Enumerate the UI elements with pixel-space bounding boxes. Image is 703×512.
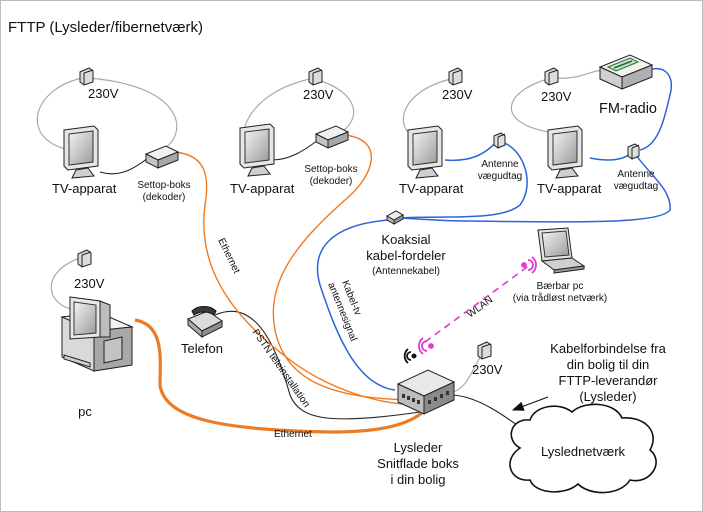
settop-box-label-2-line2: (dekoder) bbox=[310, 176, 353, 187]
antenna-outlet-label-1-line1: Antenne bbox=[481, 159, 519, 170]
antenna-outlet-label-2-line2: vægudtag bbox=[614, 181, 658, 192]
wlan-link bbox=[424, 264, 531, 343]
power-label-5: 230V bbox=[74, 276, 105, 291]
pc-icon bbox=[60, 296, 134, 372]
power-cord-tv-4 bbox=[510, 77, 556, 134]
tv-icon-4 bbox=[547, 125, 583, 179]
wifi-icon-box bbox=[403, 348, 417, 364]
diagram-title: FTTP (Lysleder/fibernetværk) bbox=[8, 19, 203, 36]
cable-tv2-stb2 bbox=[271, 139, 319, 161]
power-plug-5 bbox=[77, 249, 92, 268]
pc-label: pc bbox=[78, 404, 92, 419]
laptop-label-line2: (via trådløst netværk) bbox=[513, 292, 607, 304]
ethernet-cable-stb-1 bbox=[174, 151, 421, 406]
callout-line2: din bolig til din bbox=[567, 357, 649, 372]
coax-splitter-icon bbox=[385, 210, 405, 225]
splitter-label-line3: (Antennekabel) bbox=[372, 266, 440, 277]
power-plug-6 bbox=[477, 341, 492, 360]
power-label-2: 230V bbox=[303, 87, 334, 102]
tv-label-3: TV-apparat bbox=[399, 181, 464, 196]
telephone-icon bbox=[187, 306, 223, 339]
power-cord-fm bbox=[555, 69, 606, 79]
power-plug-2 bbox=[308, 67, 323, 86]
ethernet-label-lower: Ethernet bbox=[274, 429, 312, 440]
coax-antenna2-splitter bbox=[401, 154, 671, 223]
cloud-label: Lyslednetværk bbox=[541, 444, 626, 459]
fm-radio-label: FM-radio bbox=[599, 101, 657, 117]
callout-line4: (Lysleder) bbox=[579, 389, 636, 404]
callout-arrow bbox=[511, 396, 549, 411]
power-label-1: 230V bbox=[88, 86, 119, 101]
antenna-outlet-label-2-line1: Antenne bbox=[617, 169, 655, 180]
power-plug-4 bbox=[544, 67, 559, 86]
power-cord-tv-3 bbox=[402, 77, 456, 136]
ethernet-cable-pc bbox=[134, 318, 427, 434]
tv-icon-1 bbox=[63, 125, 99, 179]
splitter-label-line2: kabel-fordeler bbox=[366, 248, 446, 263]
callout-line3: FTTP-leverandør bbox=[559, 373, 659, 388]
settop-box-label-1-line1: Settop-boks bbox=[137, 180, 190, 191]
power-plug-1 bbox=[79, 67, 94, 86]
tv-icon-3 bbox=[407, 125, 443, 179]
telephone-label: Telefon bbox=[181, 341, 223, 356]
wifi-icon-laptop bbox=[521, 256, 537, 274]
settop-box-label-2-line1: Settop-boks bbox=[304, 164, 357, 175]
box-label-line3: i din bolig bbox=[391, 472, 446, 487]
coax-splitter-box bbox=[316, 219, 396, 391]
coax-tv4-antenna2 bbox=[589, 151, 633, 161]
cable-tv1-stb1 bbox=[99, 157, 149, 175]
power-cord-stb-1 bbox=[87, 77, 178, 149]
laptop-icon bbox=[537, 227, 586, 274]
laptop-label-line1: Bærbar pc bbox=[537, 281, 584, 292]
pstn-cable bbox=[214, 310, 421, 420]
tv-label-2: TV-apparat bbox=[230, 181, 295, 196]
wlan-label: WLAN bbox=[465, 295, 495, 321]
settop-box-label-1-line2: (dekoder) bbox=[143, 192, 186, 203]
antenna-outlet-icon-1 bbox=[493, 132, 506, 149]
power-cord-pc bbox=[50, 257, 81, 311]
box-label-line2: Snitflade boks bbox=[377, 456, 459, 471]
ethernet-label-upper: Ethernet bbox=[215, 236, 242, 275]
ethernet-cable-stb-2 bbox=[272, 134, 421, 401]
power-plug-3 bbox=[448, 67, 463, 86]
antenna-outlet-label-1-line2: vægudtag bbox=[478, 171, 522, 182]
coax-antenna2-fm bbox=[639, 68, 672, 151]
power-cord-tv-1 bbox=[36, 77, 83, 151]
fiber-interface-box-icon bbox=[396, 369, 456, 415]
callout-line1: Kabelforbindelse fra bbox=[550, 341, 666, 356]
tv-label-4: TV-apparat bbox=[537, 181, 602, 196]
coax-tv3-antenna1 bbox=[444, 139, 499, 162]
power-label-6: 230V bbox=[472, 362, 503, 377]
settop-box-icon-1 bbox=[144, 145, 180, 169]
tv-label-1: TV-apparat bbox=[52, 181, 117, 196]
coax-antenna1-splitter bbox=[399, 141, 528, 219]
fm-radio-icon bbox=[598, 54, 654, 90]
box-label-line1: Lysleder bbox=[394, 440, 443, 455]
tv-icon-2 bbox=[239, 123, 275, 177]
settop-box-icon-2 bbox=[314, 125, 350, 149]
power-label-4: 230V bbox=[541, 89, 572, 104]
antenna-outlet-icon-2 bbox=[627, 143, 640, 160]
ethernet-cables bbox=[134, 134, 427, 434]
power-label-3: 230V bbox=[442, 87, 473, 102]
fiber-network-cloud bbox=[509, 403, 657, 494]
wifi-icon-wlan-box bbox=[418, 337, 434, 355]
splitter-label-line1: Koaksial bbox=[381, 232, 430, 247]
